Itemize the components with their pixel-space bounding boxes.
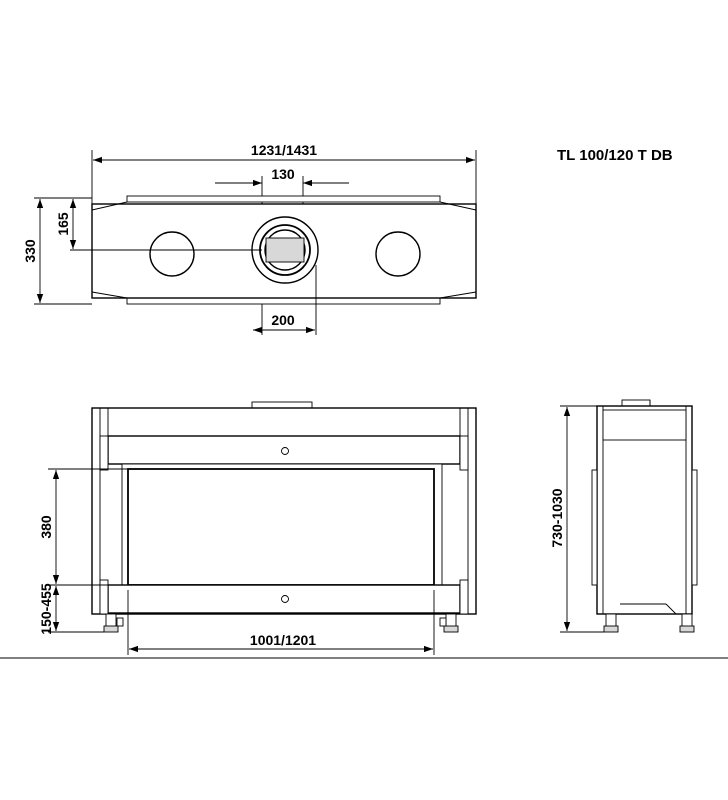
glass-width-label: 1001/1201 [250,632,316,648]
side-view-body [596,405,693,615]
side-view: 730-1030 [549,399,698,633]
left-port-circle [149,231,195,277]
flue-outer-label: 130 [271,166,295,182]
right-port-circle [375,231,421,277]
top-view: 1231/1431 130 330 165 [22,142,477,335]
bottom-screw-icon [281,595,289,603]
top-screw-icon [281,447,289,455]
top-width-label: 1231/1431 [251,142,317,158]
front-view: 380 150-455 1001/1201 [38,401,477,655]
glass-height-label: 380 [38,515,54,539]
drawing-title: TL 100/120 T DB [557,147,673,164]
flue-diameter-label: 200 [271,312,295,328]
total-height-label: 730-1030 [549,488,565,547]
half-depth-label: 165 [55,212,71,236]
leg-height-label: 150-455 [38,583,54,635]
depth-label: 330 [22,239,38,263]
